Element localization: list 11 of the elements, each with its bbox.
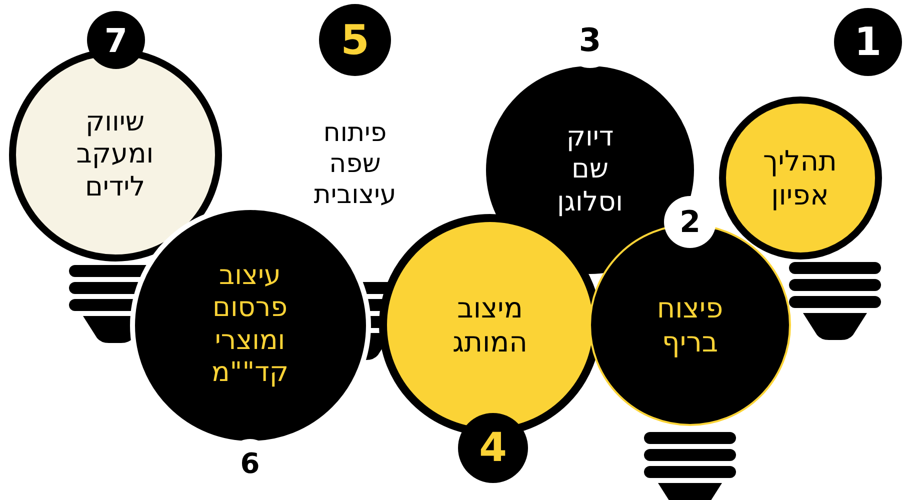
step-label: עיצוב פרסום ומוצרי קד""מ xyxy=(211,260,289,390)
step-label: דיוק שם וסלוגן xyxy=(556,121,624,219)
step-number-badge: 5 xyxy=(319,4,391,76)
step-label: פיתוח שפה עיצובית xyxy=(314,118,396,212)
step-label: מיצוב המותג xyxy=(452,291,528,359)
step-label: תהליך אפיון xyxy=(763,144,837,212)
step-label: שיווק ומעקב לידים xyxy=(76,106,154,204)
step-label: פיצוח בריף xyxy=(656,291,724,359)
step-number-badge: 4 xyxy=(458,413,528,483)
step-number-badge: 7 xyxy=(87,11,145,69)
step-number-badge: 1 xyxy=(834,8,902,76)
